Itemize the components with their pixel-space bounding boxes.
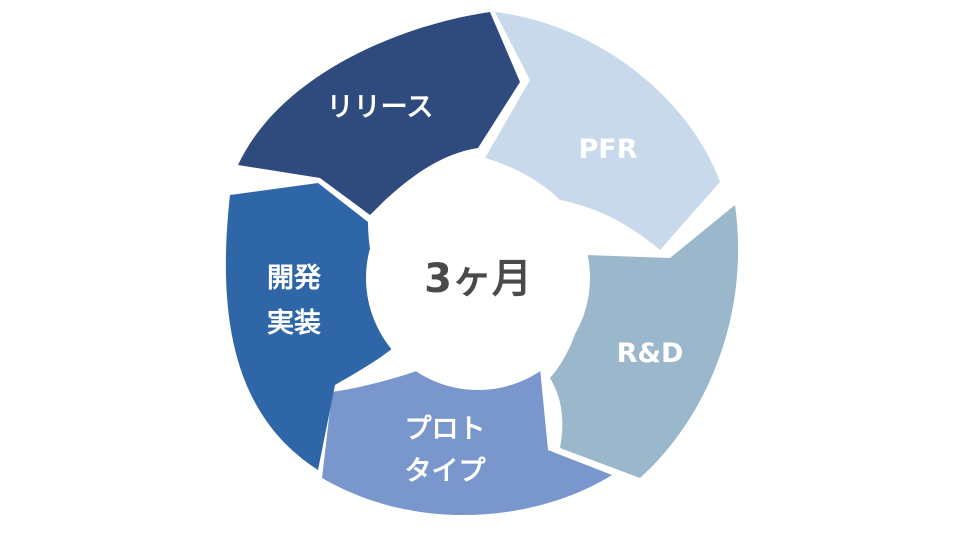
segment-label-dev-line2: 実装: [267, 307, 321, 339]
segment-label-prototype-line1: プロト: [405, 414, 486, 445]
segment-label-release: リリース: [327, 92, 434, 123]
segment-label-rnd: R&D: [617, 338, 684, 369]
segment-pfr: [485, 12, 720, 250]
segment-label-prototype-line2: タイプ: [405, 456, 487, 487]
segment-release: [238, 12, 520, 215]
center-circle: [366, 166, 590, 390]
center-label: 3ヶ月: [424, 256, 532, 302]
segment-prototype: [322, 350, 612, 516]
segment-label-dev-line1: 開発: [267, 263, 322, 294]
segment-label-pfr: PFR: [578, 134, 637, 165]
segment-rnd: [550, 205, 739, 478]
segment-dev: [225, 183, 410, 470]
